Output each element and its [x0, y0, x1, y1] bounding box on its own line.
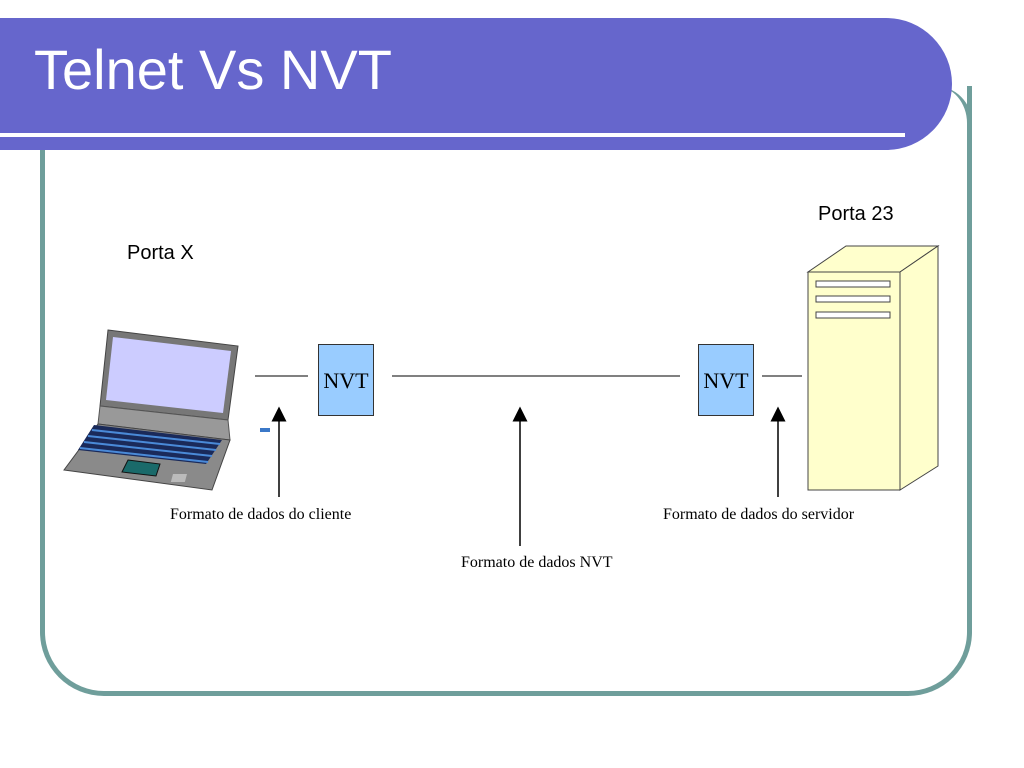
title-underline [0, 133, 905, 137]
port-server-label: Porta 23 [818, 203, 894, 225]
arrows [271, 406, 786, 546]
slide-frame-corner [935, 86, 972, 166]
title-bar [0, 18, 952, 150]
nvt-box-server: NVT [698, 344, 754, 416]
nvt-format-label: Formato de dados NVT [461, 554, 613, 571]
server-tower-icon [806, 245, 940, 491]
server-format-label: Formato de dados do servidor [663, 506, 855, 523]
slide-title: Telnet Vs NVT [34, 38, 392, 101]
client-format-label: Formato de dados do cliente [170, 506, 352, 523]
slide-frame [40, 86, 972, 696]
nvt-box-client: NVT [318, 344, 374, 416]
port-client-label: Porta X [127, 242, 194, 264]
laptop-icon [63, 329, 270, 491]
